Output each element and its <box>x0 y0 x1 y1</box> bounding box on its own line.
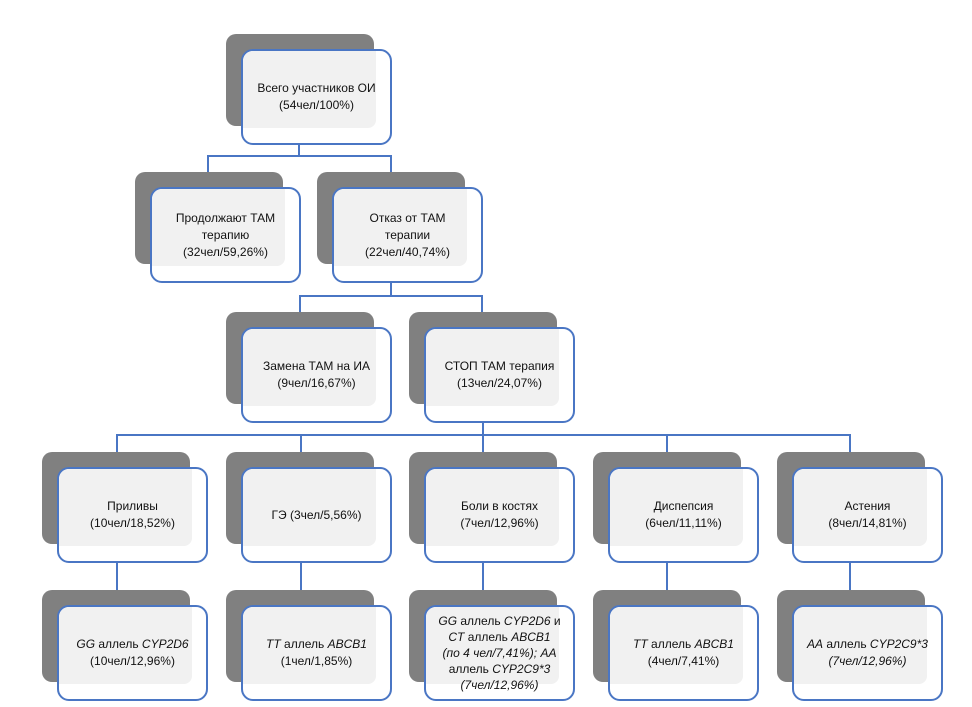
node-label-line4: аллель CYP2C9*3 <box>448 662 551 676</box>
node-label: СТОП ТАМ терапия <box>444 359 555 373</box>
node-count: (7чел/12,96%) <box>828 654 907 668</box>
connector-level4-col3 <box>482 434 484 452</box>
node-label: Астения <box>844 499 891 513</box>
node-label: Отказ от ТАМ <box>369 210 446 225</box>
node-box: ГЭ (3чел/5,56%) <box>241 467 392 563</box>
node-label-cont: терапии <box>384 227 431 242</box>
node-box: GG аллель CYP2D6 (10чел/12,96%) <box>57 605 208 701</box>
node-count: (10чел/18,52%) <box>90 516 175 530</box>
connector-level5-col3 <box>482 562 484 590</box>
node-label: TT аллель ABCB1 <box>266 637 367 651</box>
connector-level4-col2 <box>300 434 302 452</box>
node-label: Всего участников ОИ <box>257 81 376 95</box>
node-box: AA аллель CYP2C9*3 (7чел/12,96%) <box>792 605 943 701</box>
node-box: Боли в костях (7чел/12,96%) <box>424 467 575 563</box>
node-count: (22чел/40,74%) <box>365 244 450 259</box>
connector-level4-col4 <box>666 434 668 452</box>
node-box: СТОП ТАМ терапия (13чел/24,07%) <box>424 327 575 423</box>
node-box: Отказ от ТАМ терапии (22чел/40,74%) <box>332 187 483 283</box>
connector-level3-right <box>481 295 483 312</box>
connector-refusal-down <box>390 282 392 296</box>
node-count: (6чел/11,11%) <box>645 516 722 530</box>
connector-level2-bar <box>207 155 392 157</box>
node-count: (32чел/59,26%) <box>183 244 268 259</box>
connector-level2-left <box>207 155 209 172</box>
node-count: (1чел/1,85%) <box>280 654 353 668</box>
connector-level3-left <box>299 295 301 312</box>
node-count: (10чел/12,96%) <box>90 654 175 668</box>
node-label: TT аллель ABCB1 <box>633 637 734 651</box>
node-box: Диспепсия (6чел/11,11%) <box>608 467 759 563</box>
node-label: Продолжают ТАМ <box>175 210 276 225</box>
node-label: Боли в костях <box>460 499 539 513</box>
node-box: GG аллель CYP2D6 и CT аллель ABCB1 (по 4… <box>424 605 575 701</box>
node-box: Продолжают ТАМ терапию (32чел/59,26%) <box>150 187 301 283</box>
node-count: (54чел/100%) <box>279 98 354 112</box>
node-label: ГЭ (3чел/5,56%) <box>271 507 362 522</box>
node-label-line1: GG аллель CYP2D6 и <box>438 614 561 628</box>
connector-root-down <box>298 141 300 157</box>
connector-level4-col1 <box>116 434 118 452</box>
connector-level4-col5 <box>849 434 851 452</box>
connector-level5-col5 <box>849 562 851 590</box>
node-count: (7чел/12,96%) <box>460 678 539 692</box>
node-count: (7чел/12,96%) <box>460 516 539 530</box>
node-count: (4чел/7,41%) <box>647 654 720 668</box>
node-label: Приливы <box>107 499 158 513</box>
connector-level2-right <box>390 155 392 172</box>
node-box: Замена ТАМ на ИА (9чел/16,67%) <box>241 327 392 423</box>
connector-level3-bar <box>299 295 483 297</box>
node-count: (13чел/24,07%) <box>457 376 542 390</box>
node-label: AA аллель CYP2C9*3 <box>807 637 928 651</box>
node-label-line3: (по 4 чел/7,41%); АА <box>442 646 557 660</box>
node-label-cont: терапию <box>201 227 250 242</box>
node-box: TT аллель ABCB1 (4чел/7,41%) <box>608 605 759 701</box>
node-box: Приливы (10чел/18,52%) <box>57 467 208 563</box>
node-label: GG аллель CYP2D6 <box>76 637 189 651</box>
connector-level5-col1 <box>116 562 118 590</box>
connector-stop-down <box>482 423 484 435</box>
node-box: TT аллель ABCB1 (1чел/1,85%) <box>241 605 392 701</box>
connector-level5-col4 <box>666 562 668 590</box>
node-label: Диспепсия <box>653 499 714 513</box>
node-label-line2: CT аллель ABCB1 <box>448 630 551 644</box>
node-label: Замена ТАМ на ИА <box>262 359 370 373</box>
node-box: Астения (8чел/14,81%) <box>792 467 943 563</box>
connector-level5-col2 <box>300 562 302 590</box>
node-count: (8чел/14,81%) <box>828 516 907 530</box>
node-count: (9чел/16,67%) <box>277 376 356 390</box>
node-box: Всего участников ОИ (54чел/100%) <box>241 49 392 145</box>
